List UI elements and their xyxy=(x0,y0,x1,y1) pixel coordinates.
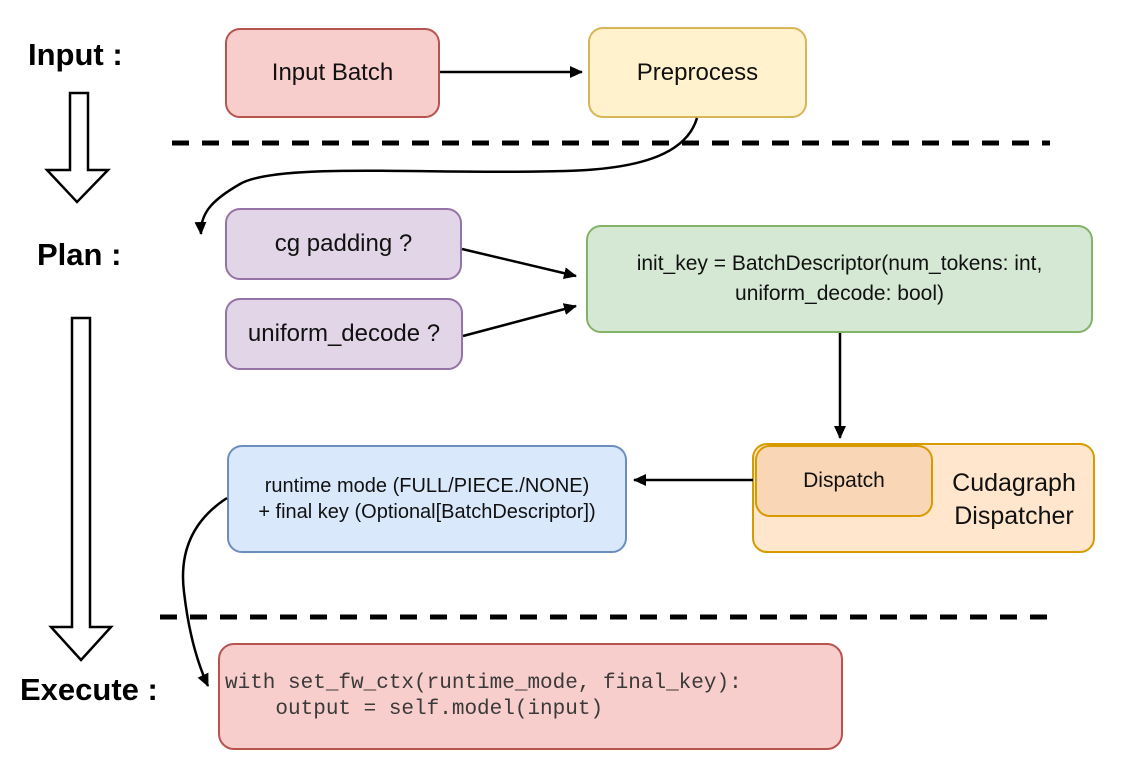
arrow-uniform-decode-to-init-key xyxy=(462,303,577,338)
cudagraph-dispatcher-line1: Cudagraph xyxy=(952,469,1076,497)
arrow-cg-padding-to-init-key xyxy=(461,247,577,280)
node-uniform-decode-label: uniform_decode ? xyxy=(247,320,441,347)
node-uniform-decode: uniform_decode ? xyxy=(225,298,463,370)
execute-code-line1: with set_fw_ctx(runtime_mode, final_key)… xyxy=(225,671,742,695)
node-execute-code: with set_fw_ctx(runtime_mode, final_key)… xyxy=(218,643,843,750)
node-input-batch: Input Batch xyxy=(225,28,440,118)
cudagraph-dispatcher-line2: Dispatcher xyxy=(954,502,1074,530)
stage-label-execute: Execute : xyxy=(20,672,158,707)
node-preprocess: Preprocess xyxy=(588,27,807,118)
stage-label-input: Input : xyxy=(28,37,123,72)
node-cg-padding-label: cg padding ? xyxy=(274,230,413,257)
node-runtime-mode-line2: + final key (Optional[BatchDescriptor]) xyxy=(258,501,596,523)
node-runtime-mode: runtime mode (FULL/PIECE./NONE) + final … xyxy=(227,445,627,553)
node-cg-padding: cg padding ? xyxy=(225,208,462,280)
node-init-key: init_key = BatchDescriptor(num_tokens: i… xyxy=(586,225,1093,333)
node-init-key-line1: init_key = BatchDescriptor(num_tokens: i… xyxy=(636,252,1043,275)
node-cudagraph-dispatcher-label: Cudagraph Dispatcher xyxy=(935,460,1093,540)
input-stage-down-arrow-icon xyxy=(44,91,111,204)
node-runtime-mode-line1: runtime mode (FULL/PIECE./NONE) xyxy=(264,475,590,497)
node-init-key-line2: uniform_decode: bool) xyxy=(735,282,944,305)
node-input-batch-label: Input Batch xyxy=(271,59,394,86)
node-dispatch-label: Dispatch xyxy=(803,469,885,492)
plan-stage-down-arrow-icon xyxy=(48,316,114,662)
node-dispatch: Dispatch xyxy=(755,445,933,517)
stage-label-plan: Plan : xyxy=(37,237,122,272)
execute-code-line2: output = self.model(input) xyxy=(225,697,604,721)
node-preprocess-label: Preprocess xyxy=(636,58,759,86)
